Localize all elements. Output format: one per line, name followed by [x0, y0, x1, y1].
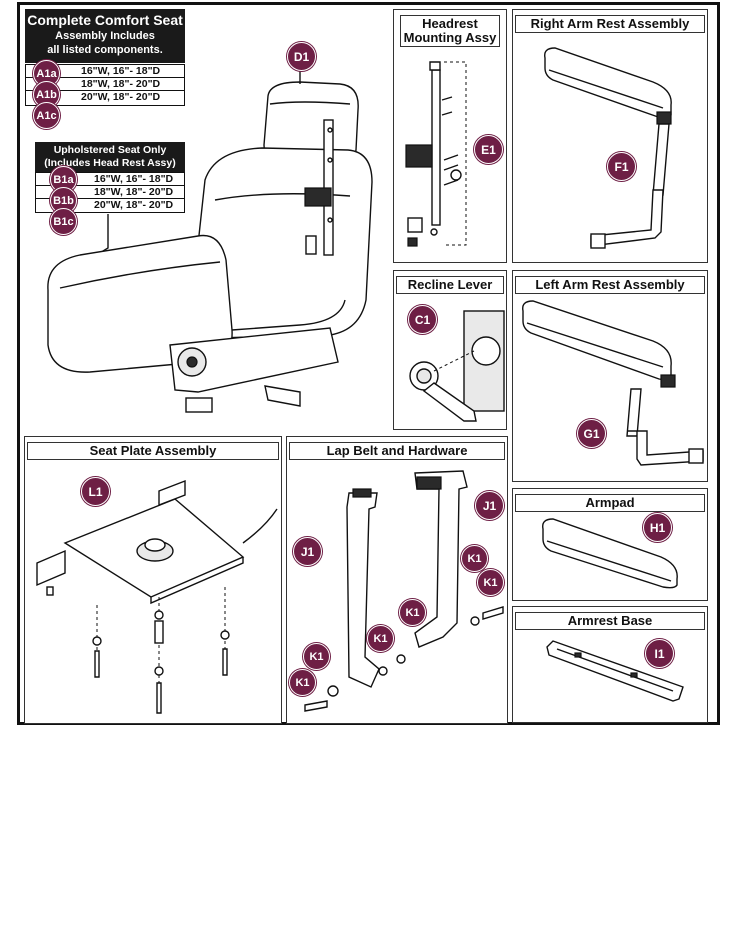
badge-a1c: A1c — [33, 102, 60, 129]
complete-seat-header: Complete Comfort Seat Assembly Includes … — [25, 9, 185, 63]
badge-g1: G1 — [577, 419, 606, 448]
badge-k1: K1 — [461, 545, 488, 572]
left-arm-panel: Left Arm Rest Assembly G1 — [512, 270, 708, 482]
badge-b1c: B1c — [50, 208, 77, 235]
right-arm-panel: Right Arm Rest Assembly F1 — [512, 9, 708, 263]
size-row: 20"W, 18"- 20"D — [81, 91, 161, 103]
armrest-base-drawing — [546, 640, 684, 702]
badge-k1: K1 — [367, 625, 394, 652]
armrest-base-title: Armrest Base — [515, 612, 705, 630]
badge-h1: H1 — [643, 513, 672, 542]
badge-j1-left: J1 — [293, 537, 322, 566]
badge-i1: I1 — [645, 639, 674, 668]
recline-title: Recline Lever — [396, 276, 504, 294]
headrest-mount-panel: Headrest Mounting Assy E1 — [393, 9, 507, 263]
badge-d1: D1 — [287, 42, 316, 71]
badge-k1: K1 — [303, 643, 330, 670]
size-row: 18"W, 18"- 20"D — [36, 186, 184, 199]
armpad-title: Armpad — [515, 494, 705, 512]
badge-j1-right: J1 — [475, 491, 504, 520]
badge-f1: F1 — [607, 152, 636, 181]
headrest-mount-title: Headrest Mounting Assy — [400, 15, 500, 47]
badge-c1: C1 — [408, 305, 437, 334]
right-arm-title: Right Arm Rest Assembly — [515, 15, 705, 33]
headrest-mount-drawing — [405, 61, 467, 247]
badge-k1: K1 — [399, 599, 426, 626]
seat-plate-title: Seat Plate Assembly — [27, 442, 279, 460]
recline-drawing — [409, 310, 505, 422]
size-row: 16"W, 16"- 18"D — [26, 65, 184, 78]
badge-e1: E1 — [474, 135, 503, 164]
armpad-drawing — [542, 518, 678, 589]
seat-plate-panel: Seat Plate Assembly L1 — [24, 436, 282, 724]
armrest-base-panel: Armrest Base I1 — [512, 606, 708, 723]
seat-base-shape — [169, 327, 339, 393]
recline-panel: Recline Lever C1 — [393, 270, 507, 430]
armpad-panel: Armpad H1 — [512, 488, 708, 601]
badge-k1: K1 — [477, 569, 504, 596]
seat-plate-drawing — [36, 479, 278, 714]
right-arm-drawing — [544, 47, 672, 249]
badge-l1: L1 — [81, 477, 110, 506]
complete-seat-line2: all listed components. — [47, 44, 163, 56]
complete-seat-line1: Assembly Includes — [55, 30, 155, 42]
seat-drawing — [47, 68, 373, 413]
size-row: 20"W, 18"- 20"D — [94, 199, 174, 211]
left-arm-title: Left Arm Rest Assembly — [515, 276, 705, 294]
size-row: 16"W, 16"- 18"D — [36, 173, 184, 186]
upholstered-seat-line2: (Includes Head Rest Assy) — [44, 157, 176, 169]
complete-seat-title: Complete Comfort Seat — [27, 12, 183, 28]
left-arm-drawing — [522, 300, 704, 466]
size-row: 18"W, 18"- 20"D — [26, 78, 184, 91]
lap-belt-panel: Lap Belt and Hardware J1 J1 K1 K1 K1 K1 … — [286, 436, 508, 724]
lap-belt-title: Lap Belt and Hardware — [289, 442, 505, 460]
badge-k1: K1 — [289, 669, 316, 696]
upholstered-seat-line1: Upholstered Seat Only — [53, 144, 167, 156]
lap-belt-drawing — [304, 470, 504, 712]
